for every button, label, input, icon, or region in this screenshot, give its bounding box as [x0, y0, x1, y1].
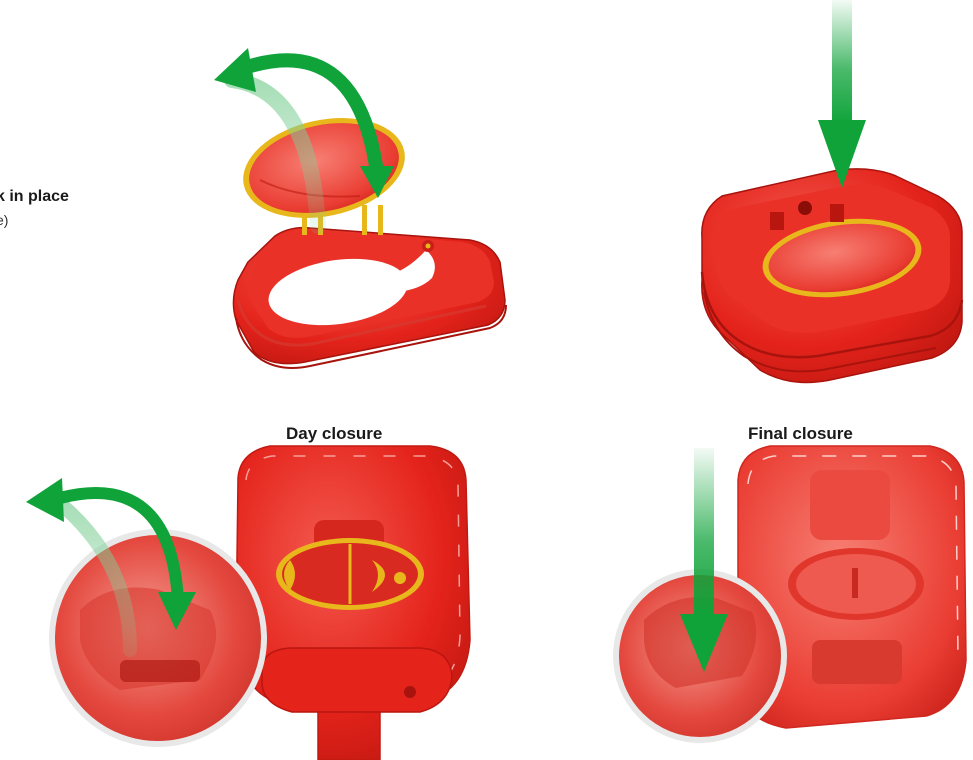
closed-lid-illustration: [702, 0, 962, 382]
day-closure-illustration: [26, 446, 470, 760]
final-closure-illustration: [616, 446, 966, 740]
open-lid-illustration: [214, 48, 506, 368]
